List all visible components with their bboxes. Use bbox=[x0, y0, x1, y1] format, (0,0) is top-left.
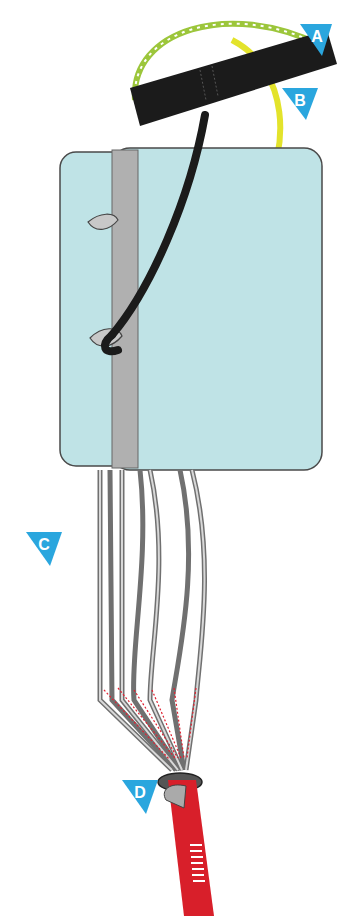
grey-sling-highlight bbox=[100, 470, 205, 770]
black-cord bbox=[112, 115, 205, 335]
cord-hook bbox=[105, 335, 118, 351]
callout-letter: A bbox=[305, 27, 329, 47]
callout-letter: B bbox=[288, 91, 312, 111]
callout-triangle bbox=[282, 88, 318, 120]
pad-right bbox=[112, 148, 322, 470]
stitching bbox=[104, 688, 196, 760]
grey-slings bbox=[100, 470, 205, 770]
strap-stitch bbox=[200, 66, 218, 100]
callout-triangle bbox=[122, 780, 158, 814]
callout-triangle bbox=[26, 532, 62, 566]
callout-letter: C bbox=[32, 535, 56, 555]
sling-fold bbox=[164, 785, 186, 808]
callout-triangle bbox=[300, 24, 332, 56]
claw bbox=[88, 214, 118, 229]
black-strap bbox=[130, 30, 337, 126]
sling-marks bbox=[190, 845, 205, 881]
callout-letter: D bbox=[128, 783, 152, 803]
